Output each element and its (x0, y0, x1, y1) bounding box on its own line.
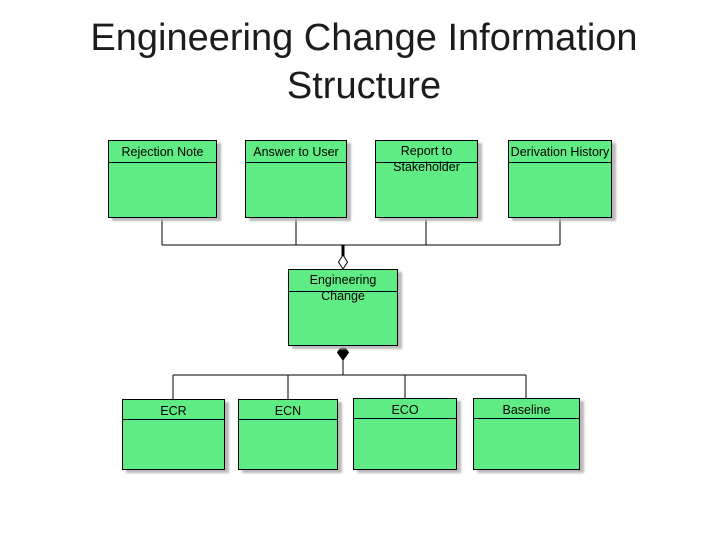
node-baseline: Baseline (473, 398, 580, 470)
node-compartment-divider (239, 419, 337, 420)
aggregation-open-diamond-icon (337, 254, 349, 270)
node-engineering-change: Engineering Change (288, 269, 398, 346)
node-compartment-divider (289, 291, 397, 292)
node-compartment-divider (246, 162, 346, 163)
node-label: ECO (391, 403, 419, 417)
slide-title: Engineering Change Information Structure (90, 17, 638, 107)
node-label: Derivation History (510, 145, 610, 159)
node-label: Engineering Change (309, 273, 377, 303)
node-compartment-divider (474, 418, 579, 419)
node-label: Answer to User (253, 145, 339, 159)
node-label: Baseline (502, 403, 551, 417)
node-derivation-history: Derivation History (508, 140, 612, 218)
node-compartment-divider (109, 162, 216, 163)
node-answer-to-user: Answer to User (245, 140, 347, 218)
node-label: Rejection Note (121, 145, 204, 159)
node-compartment-divider (354, 418, 456, 419)
node-eco: ECO (353, 398, 457, 470)
node-compartment-divider (509, 162, 611, 163)
node-label: Report to Stakeholder (393, 144, 460, 174)
node-compartment-divider (123, 419, 224, 420)
node-ecn: ECN (238, 399, 338, 470)
node-label: ECR (160, 404, 187, 418)
node-label: ECN (274, 404, 302, 418)
node-ecr: ECR (122, 399, 225, 470)
composition-filled-diamond-icon (336, 344, 350, 361)
node-rejection-note: Rejection Note (108, 140, 217, 218)
node-report-to-stakeholder: Report to Stakeholder (375, 140, 478, 218)
node-compartment-divider (376, 162, 477, 163)
